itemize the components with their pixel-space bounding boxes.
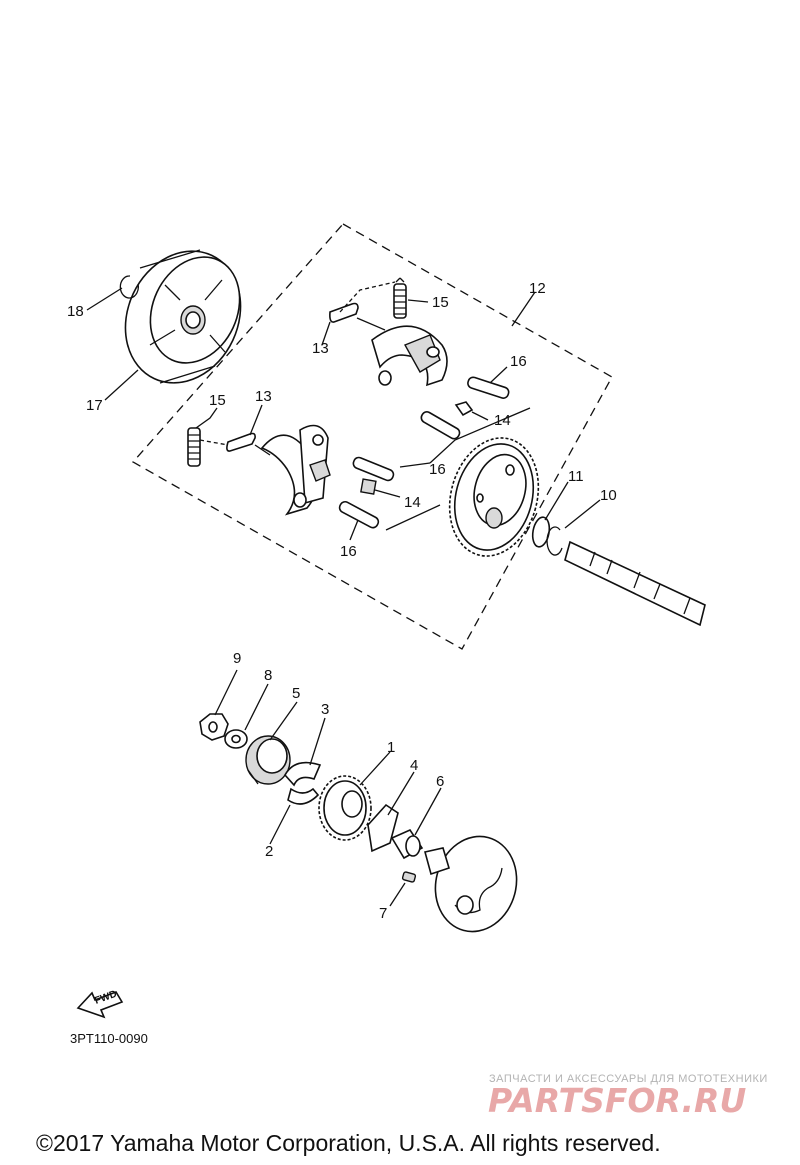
woodruff-key xyxy=(401,871,417,883)
label-part-10: 10 xyxy=(600,487,617,504)
pin-upper xyxy=(467,376,510,399)
collar-halves xyxy=(284,761,322,805)
label-part-7: 7 xyxy=(379,905,387,922)
bearing-collar xyxy=(390,828,424,860)
copyright-notice: ©2017 Yamaha Motor Corporation, U.S.A. A… xyxy=(36,1130,661,1156)
drive-plate-flywheel xyxy=(424,835,518,933)
watermark-tagline: ЗАПЧАСТИ И АКСЕССУАРЫ ДЛЯ МОТОТЕХНИКИ xyxy=(489,1073,768,1085)
clutch-housing-drum xyxy=(124,249,242,384)
label-part-8: 8 xyxy=(264,667,272,684)
spring-upper xyxy=(393,277,407,319)
label-part-9: 9 xyxy=(233,650,241,667)
thrust-plate xyxy=(367,803,399,853)
label-part-1: 1 xyxy=(387,739,395,756)
plate-lower xyxy=(226,432,256,452)
label-part-15-upper: 15 xyxy=(432,294,449,311)
label-part-16-middle: 16 xyxy=(429,461,446,478)
label-part-3: 3 xyxy=(321,701,329,718)
label-part-6: 6 xyxy=(436,773,444,790)
circlip xyxy=(119,275,139,299)
spring-lower xyxy=(187,427,201,467)
label-part-14-upper: 14 xyxy=(494,412,511,429)
label-part-15-lower: 15 xyxy=(209,392,226,409)
label-part-13-upper: 13 xyxy=(312,340,329,357)
forward-arrow-icon: FWD xyxy=(76,989,124,1019)
shaft-circlip xyxy=(546,526,563,556)
label-part-16-upper: 16 xyxy=(510,353,527,370)
nut xyxy=(199,713,229,741)
label-part-4: 4 xyxy=(410,757,418,774)
one-way-clutch-housing xyxy=(245,735,291,785)
label-part-18: 18 xyxy=(67,303,84,320)
primary-shaft xyxy=(564,540,706,627)
lower-washer xyxy=(224,729,248,749)
pin-middle xyxy=(420,411,461,440)
block-upper xyxy=(454,401,474,417)
leader-lines-lower xyxy=(214,669,442,907)
drawing-code: 3PT110-0090 xyxy=(70,1031,148,1046)
drive-gear-small xyxy=(318,775,372,841)
block-lower xyxy=(360,478,377,495)
clutch-shoe-upper xyxy=(371,325,448,387)
label-part-16-lower: 16 xyxy=(340,543,357,560)
plate-upper xyxy=(329,302,359,323)
label-part-11: 11 xyxy=(568,468,584,485)
pin-lower-a xyxy=(352,456,395,482)
label-part-5: 5 xyxy=(292,685,300,702)
label-part-12: 12 xyxy=(529,280,546,297)
label-part-17: 17 xyxy=(86,397,103,414)
watermark-brand: PARTSFOR.RU xyxy=(488,1081,746,1120)
label-part-14-lower: 14 xyxy=(404,494,421,511)
label-part-13-lower: 13 xyxy=(255,388,272,405)
pin-lower-b xyxy=(338,500,380,529)
label-part-2: 2 xyxy=(265,843,273,860)
assembly-dashed-outline xyxy=(131,223,613,650)
clutch-carrier-gear xyxy=(448,437,540,557)
leader-lines-upper xyxy=(86,281,601,541)
clutch-shoe-lower xyxy=(260,424,331,516)
